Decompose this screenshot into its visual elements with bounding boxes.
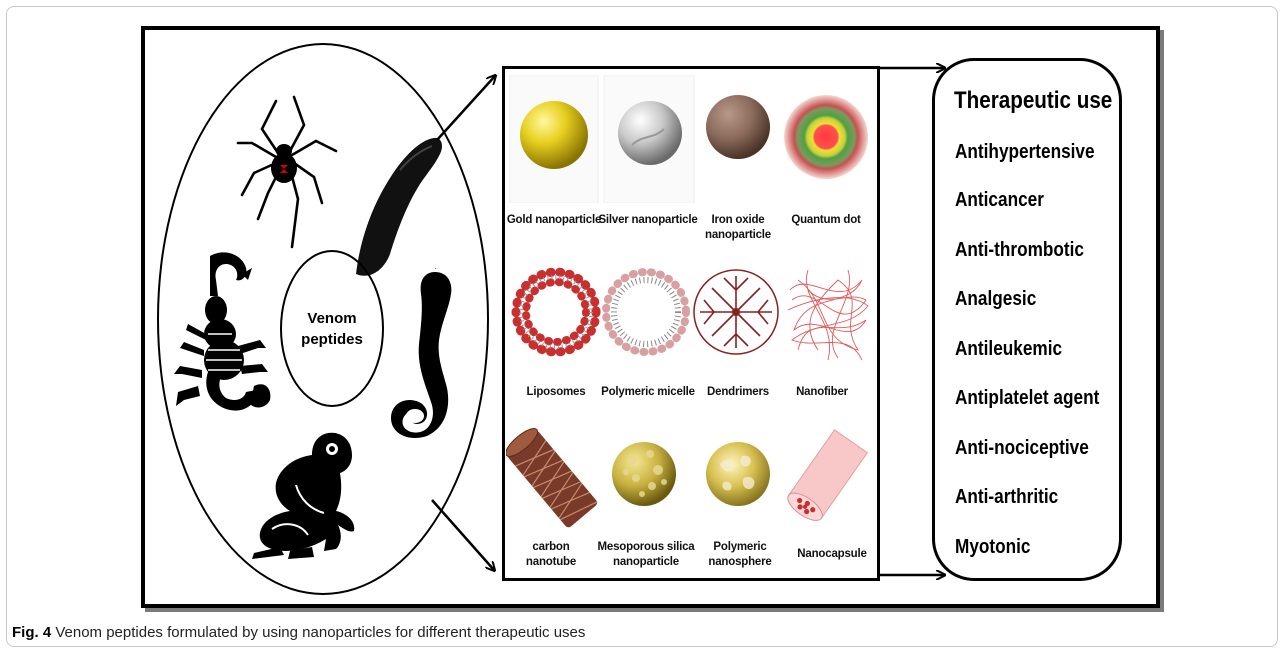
caption-text: Venom peptides formulated by using nanop… [55,624,585,641]
label-liposomes: Liposomes [508,385,604,400]
label-carbon-nanotube: carbon nanotube [503,540,599,570]
polymeric-nanosphere-icon [690,420,786,535]
label-mesoporous-silica: Mesoporous silica nanoparticle [596,540,696,570]
nanoparticle-dendrimer [690,250,786,375]
label-iron-oxide: Iron oxide nanoparticle [690,213,786,243]
therapeutic-item: Antileukemic [955,338,1062,361]
nanoparticle-polymeric-nanosphere [690,420,786,535]
therapeutic-item: Antiplatelet agent [955,387,1099,410]
arrow-to-nanoparticles-bottom [432,500,494,570]
therapeutic-item: Analgesic [955,288,1036,311]
nanoparticle-gold [506,75,602,203]
therapeutic-use-title: Therapeutic use [954,87,1112,115]
figure-number: Fig. 4 [12,624,51,641]
label-silver: Silver nanoparticle [598,213,698,228]
gold-nanoparticle-icon [506,75,602,203]
nanoparticle-nanofiber [778,250,874,375]
therapeutic-item: Anti-arthritic [955,486,1058,509]
label-polymeric-micelle: Polymeric micelle [598,385,698,400]
therapeutic-item: Anti-thrombotic [955,239,1084,262]
iron-oxide-nanoparticle-icon [692,75,788,203]
label-nanofiber: Nanofiber [774,385,870,400]
nanoparticle-silver [602,75,698,203]
label-gold: Gold nanoparticle [504,213,604,228]
polymeric-micelle-icon [598,250,694,375]
therapeutic-item: Anti-nociceptive [955,437,1089,460]
nanoparticle-nanocapsule [780,420,876,535]
nanoparticle-mesoporous-silica [596,420,692,535]
nanoparticle-iron-oxide [692,75,788,203]
arrow-to-nanoparticles-top [437,76,495,140]
mesoporous-silica-nanoparticle-icon [596,420,692,535]
therapeutic-item: Myotonic [955,536,1030,559]
nanocapsule-icon [780,420,876,535]
nanoparticle-carbon-nanotube [506,420,602,535]
therapeutic-item: Anticancer [955,189,1044,212]
label-quantum-dot: Quantum dot [778,213,874,228]
nanofiber-icon [778,250,874,375]
carbon-nanotube-icon [506,420,602,535]
label-nanocapsule: Nanocapsule [784,547,880,562]
quantum-dot-icon [778,75,874,203]
nanoparticle-liposome [508,250,604,375]
therapeutic-item: Antihypertensive [955,141,1095,164]
label-polymeric-nanosphere: Polymeric nanosphere [692,540,788,570]
figure-caption: Fig. 4 Venom peptides formulated by usin… [12,624,585,641]
nanoparticle-quantum-dot [778,75,874,203]
label-dendrimers: Dendrimers [690,385,786,400]
dendrimer-icon [690,250,786,375]
liposome-icon [508,250,604,375]
nanoparticle-polymeric-micelle [598,250,694,375]
silver-nanoparticle-icon [602,75,698,203]
